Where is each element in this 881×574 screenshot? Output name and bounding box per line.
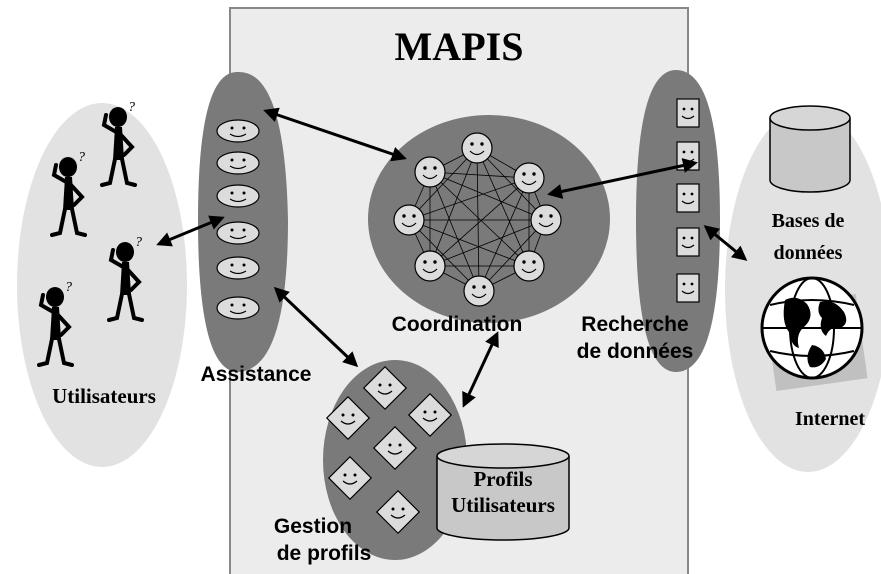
arrow-assistance-profiles xyxy=(273,286,359,368)
data-search-label-2: de données xyxy=(577,340,694,363)
agent-face-icon xyxy=(513,250,545,282)
agent-face-icon xyxy=(676,98,700,128)
agent-face-icon xyxy=(513,162,545,194)
users-oval xyxy=(17,103,187,467)
agent-face-icon xyxy=(463,275,495,307)
data-search-label-1: Recherche xyxy=(581,313,688,336)
agent-face-icon xyxy=(530,204,562,236)
agent-face-icon xyxy=(414,250,446,282)
profile-mgmt-label-2: de profils xyxy=(277,542,372,565)
internet-label: Internet xyxy=(795,408,865,430)
agent-face-icon xyxy=(216,256,260,280)
agent-face-icon xyxy=(216,151,260,175)
profiles-label-1: Profils xyxy=(473,467,532,491)
arrow-coordination-search xyxy=(547,158,698,199)
assistance-label: Assistance xyxy=(201,363,312,386)
agent-face-icon xyxy=(216,296,260,320)
database-cylinder xyxy=(769,105,851,193)
agent-face-icon xyxy=(216,119,260,143)
profiles-cylinder xyxy=(436,443,570,541)
globe-icon xyxy=(760,276,868,391)
connection-arrows xyxy=(156,107,748,408)
arrow-coordination-profiles xyxy=(462,331,499,408)
profiles-label-2: Utilisateurs xyxy=(451,493,555,517)
agent-face-icon xyxy=(676,183,700,213)
arrow-users-assistance xyxy=(156,215,225,247)
agent-face-icon xyxy=(216,184,260,208)
agent-face-icon xyxy=(676,227,700,257)
mapis-title: MAPIS xyxy=(395,24,524,69)
agent-face-icon xyxy=(461,132,493,164)
coordination-label: Coordination xyxy=(392,313,523,336)
agent-face-icon xyxy=(676,273,700,303)
databases-label-2: données xyxy=(774,242,843,264)
agent-face-icon xyxy=(216,221,260,245)
databases-label-1: Bases de xyxy=(772,210,845,232)
agent-face-icon xyxy=(414,156,446,188)
arrow-search-external xyxy=(703,225,748,261)
agent-face-icon xyxy=(393,204,425,236)
profile-mgmt-label-1: Gestion xyxy=(274,515,352,538)
users-label: Utilisateurs xyxy=(52,384,156,408)
arrow-assistance-coordination xyxy=(263,107,407,162)
